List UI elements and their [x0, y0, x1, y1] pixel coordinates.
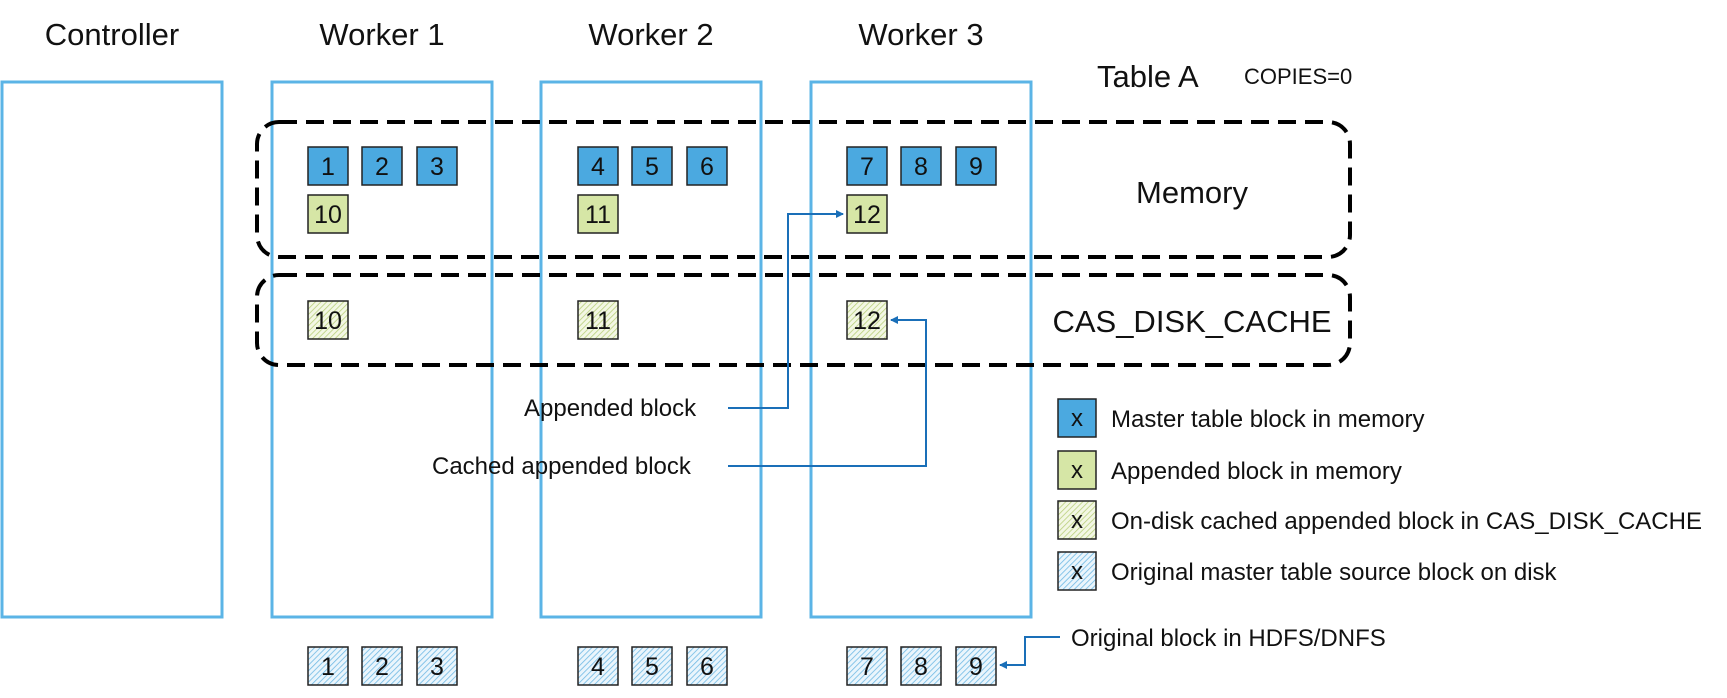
- source-block-label: 8: [914, 653, 928, 681]
- arrow-cached: [728, 316, 927, 467]
- appended-block: [846, 194, 888, 234]
- callout-appended-label: Appended block: [524, 395, 697, 422]
- source-block-label: 9: [969, 653, 983, 681]
- source-block-label: 7: [860, 653, 874, 681]
- source-block: [361, 646, 403, 686]
- controller-box: [0, 80, 224, 619]
- master-block-label: 1: [321, 153, 335, 181]
- memory-region-label: Memory: [1136, 175, 1248, 210]
- block-group-worker-3: 7 8 9 12 12 7 8 9: [846, 146, 997, 686]
- source-block: [416, 646, 458, 686]
- block-group-worker-1: 1 2 3 10 10 1 2 3: [307, 146, 458, 686]
- cached-block: [307, 300, 349, 340]
- legend-swatch-symbol: x: [1071, 405, 1083, 432]
- column-title-worker-1: Worker 1: [319, 17, 444, 52]
- worker-3-box: [809, 80, 1033, 619]
- source-block-label: 2: [375, 653, 389, 681]
- source-block: [955, 646, 997, 686]
- legend-swatch-symbol: x: [1071, 457, 1083, 484]
- callout-cached-label: Cached appended block: [432, 453, 692, 480]
- master-block: [577, 146, 619, 186]
- master-block-label: 6: [700, 153, 714, 181]
- source-block-label: 6: [700, 653, 714, 681]
- source-block: [577, 646, 619, 686]
- appended-block-label: 10: [314, 201, 342, 229]
- column-title-controller: Controller: [45, 17, 179, 52]
- appended-block-label: 12: [853, 201, 881, 229]
- master-block: [307, 146, 349, 186]
- legend-swatch-symbol: x: [1071, 558, 1083, 585]
- cached-block-label: 10: [314, 307, 342, 335]
- master-block-label: 2: [375, 153, 389, 181]
- legend-label-master: Master table block in memory: [1111, 406, 1424, 433]
- callout-hdfs-label: Original block in HDFS/DNFS: [1071, 625, 1386, 652]
- master-block-label: 5: [645, 153, 659, 181]
- legend-swatch-appended: [1057, 450, 1097, 490]
- source-block-label: 5: [645, 653, 659, 681]
- master-block: [631, 146, 673, 186]
- arrow-hdfs: [999, 636, 1060, 669]
- master-block: [416, 146, 458, 186]
- legend-label-cached: On-disk cached appended block in CAS_DIS…: [1111, 508, 1702, 535]
- legend-swatch-source: [1057, 551, 1097, 591]
- source-block: [631, 646, 673, 686]
- appended-block: [577, 194, 619, 234]
- master-block-label: 9: [969, 153, 983, 181]
- source-block-label: 3: [430, 653, 444, 681]
- master-block: [955, 146, 997, 186]
- appended-block-label: 11: [585, 201, 611, 229]
- block-group-worker-2: 4 5 6 11 11 4 5 6: [577, 146, 728, 686]
- master-block-label: 4: [591, 153, 605, 181]
- master-block: [846, 146, 888, 186]
- legend-swatch-master: [1057, 398, 1097, 438]
- source-block: [686, 646, 728, 686]
- legend-label-appended: Appended block in memory: [1111, 458, 1402, 485]
- copies-label: COPIES=0: [1244, 64, 1352, 89]
- worker-2-box: [539, 80, 763, 619]
- master-block: [900, 146, 942, 186]
- source-block-label: 4: [591, 653, 605, 681]
- appended-block: [307, 194, 349, 234]
- memory-region: [255, 120, 1352, 259]
- legend-swatch-cached: [1057, 500, 1097, 540]
- cached-block: [577, 300, 619, 340]
- cached-block: [846, 300, 888, 340]
- source-block: [900, 646, 942, 686]
- column-title-worker-2: Worker 2: [588, 17, 713, 52]
- legend-swatch-symbol: x: [1071, 507, 1083, 534]
- worker-1-box: [270, 80, 494, 619]
- column-title-worker-3: Worker 3: [858, 17, 983, 52]
- table-title: Table A: [1097, 59, 1199, 94]
- master-block-label: 7: [860, 153, 874, 181]
- cache-region: [255, 273, 1352, 367]
- arrow-appended: [728, 210, 844, 409]
- master-block-label: 3: [430, 153, 444, 181]
- master-block-label: 8: [914, 153, 928, 181]
- master-block: [686, 146, 728, 186]
- cached-block-label: 11: [585, 307, 611, 335]
- cached-block-label: 12: [853, 307, 881, 335]
- legend: x Master table block in memory x Appende…: [1057, 398, 1702, 591]
- cache-region-label: CAS_DISK_CACHE: [1052, 304, 1331, 339]
- source-block-label: 1: [321, 653, 335, 681]
- source-block: [846, 646, 888, 686]
- legend-label-source: Original master table source block on di…: [1111, 559, 1558, 586]
- master-block: [361, 146, 403, 186]
- source-block: [307, 646, 349, 686]
